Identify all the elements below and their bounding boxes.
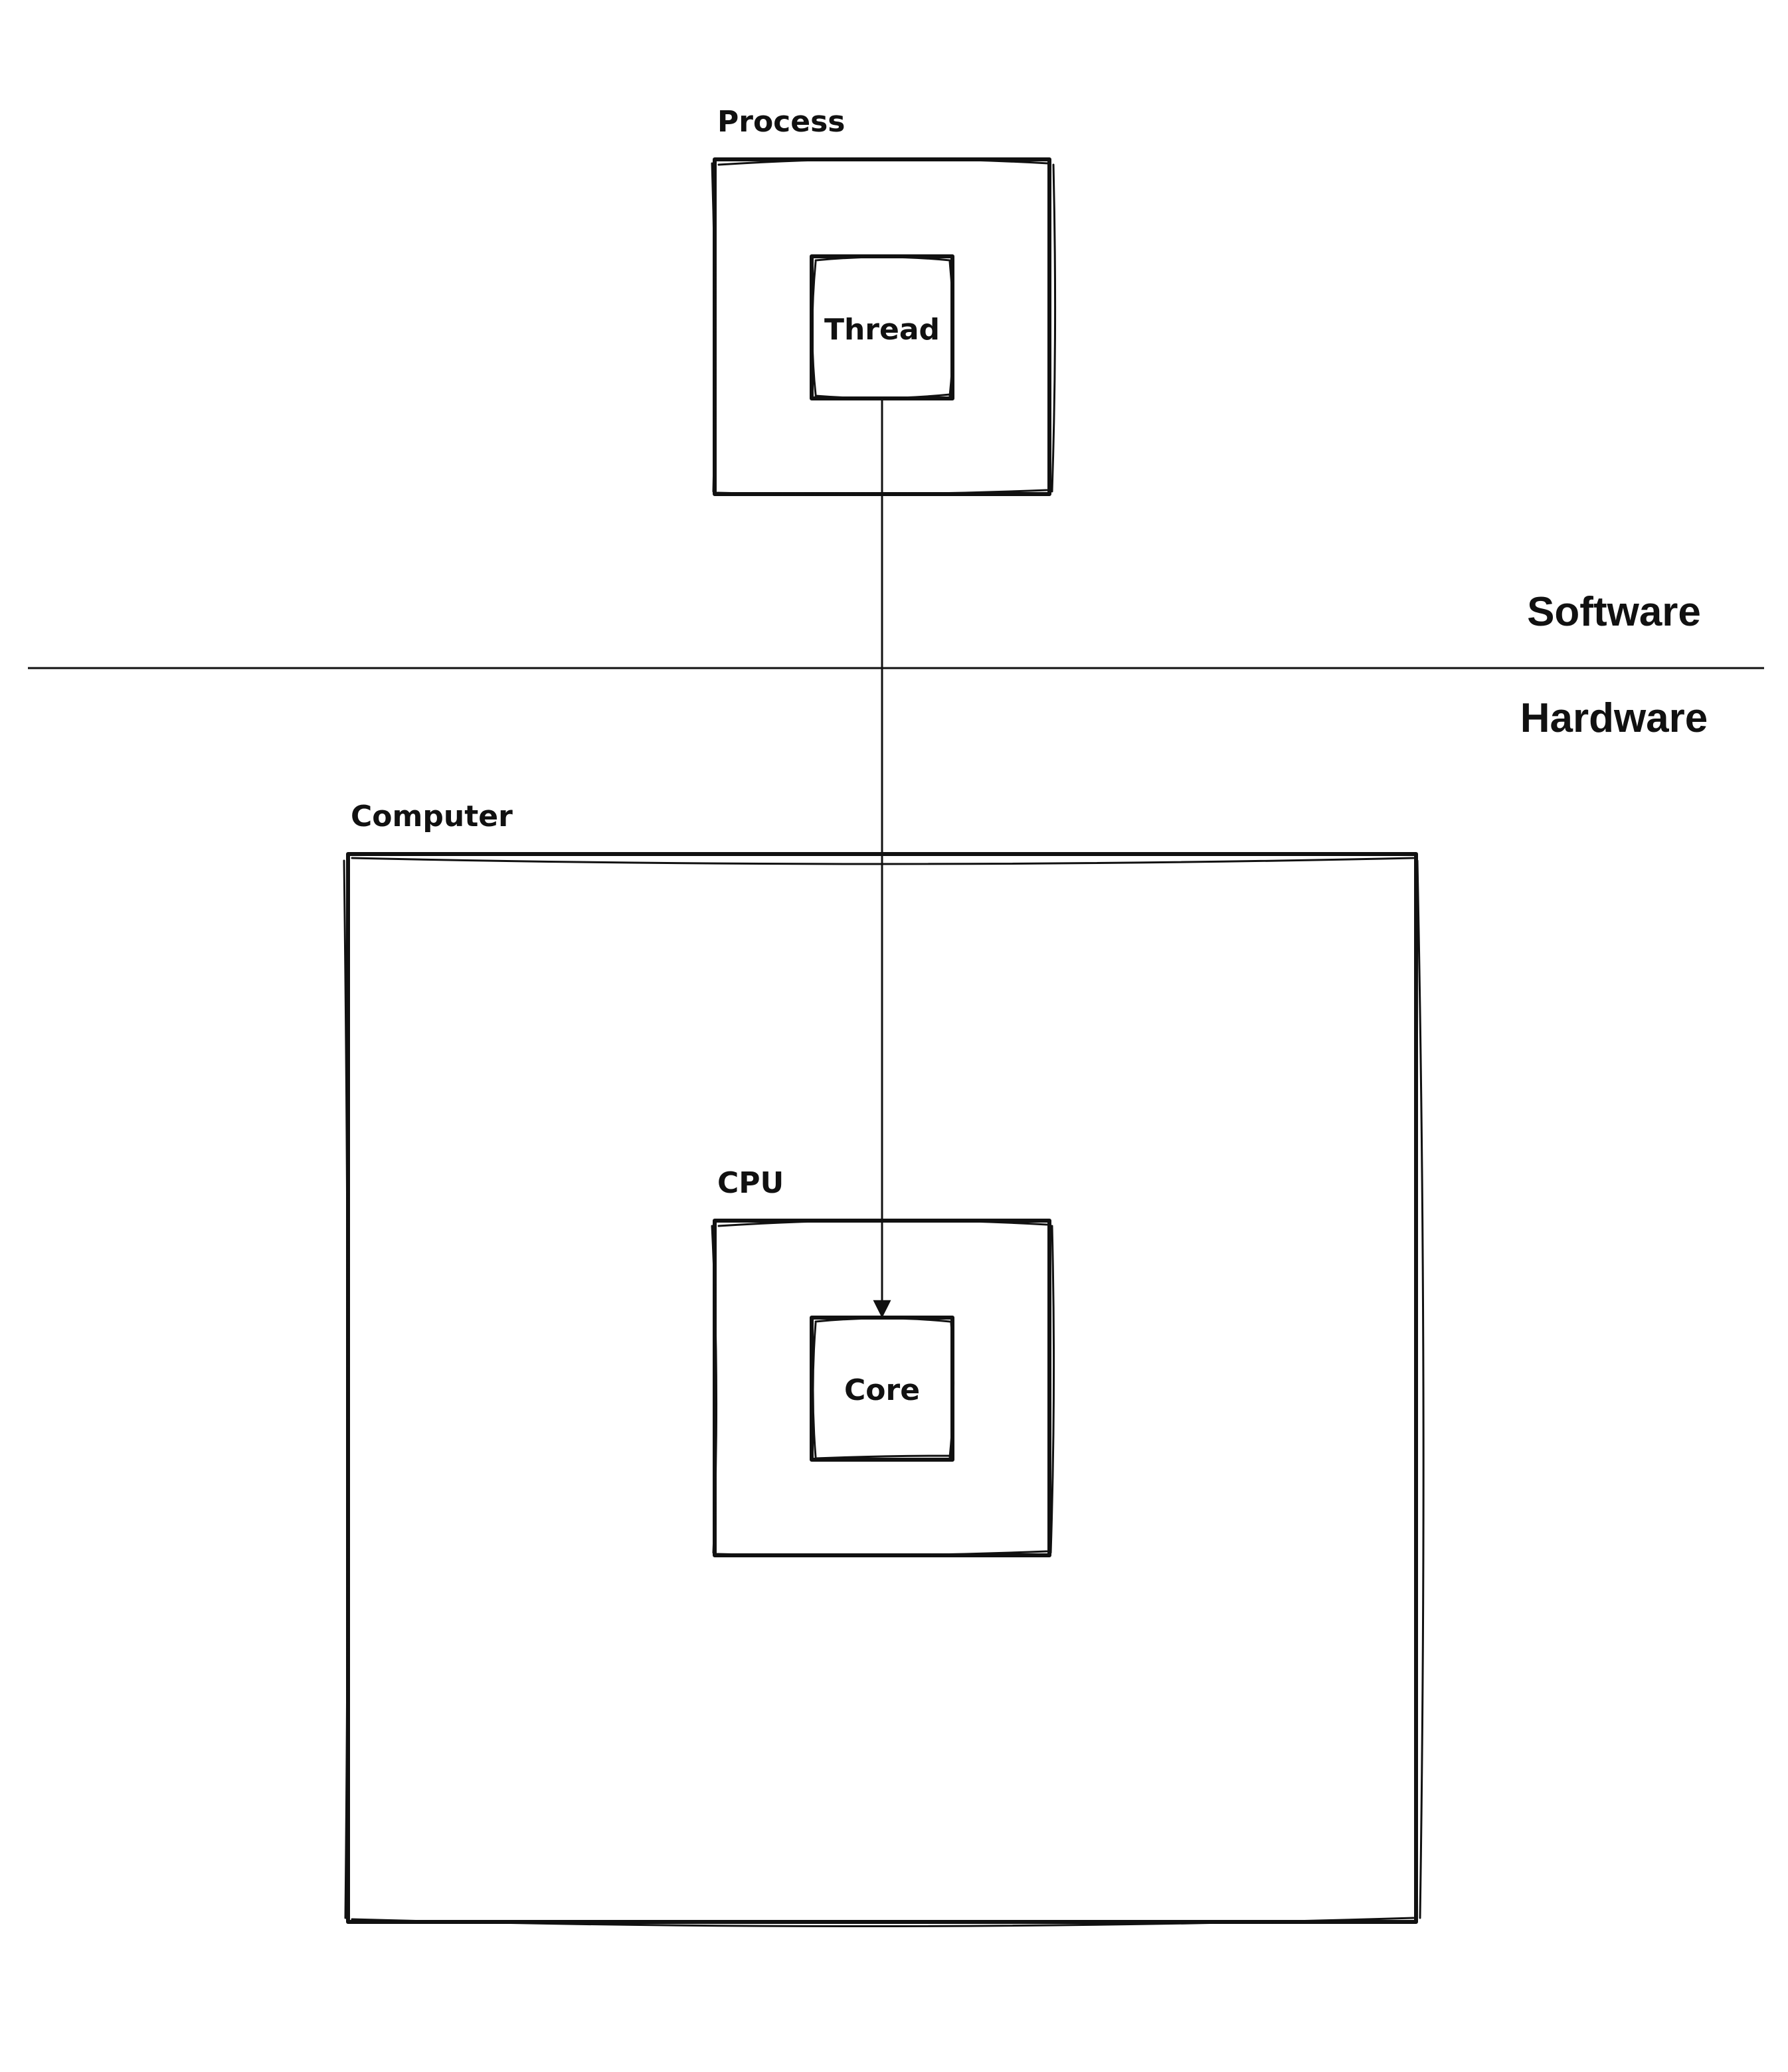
core-label: Core [844, 1373, 920, 1407]
process-label: Process [717, 105, 845, 139]
core-node[interactable]: Core [810, 1316, 955, 1462]
process-box-sketch-stroke [711, 157, 1057, 495]
computer-node[interactable]: Computer [343, 800, 1425, 1928]
process-node[interactable]: Process [711, 105, 1057, 496]
thread-node[interactable]: Thread [810, 254, 954, 400]
cpu-label: CPU [717, 1166, 784, 1200]
thread-box-sketch-stroke [811, 256, 954, 400]
core-box-sketch-stroke [812, 1317, 955, 1460]
thread-label: Thread [824, 313, 940, 347]
computer-label: Computer [351, 800, 513, 833]
software-region-label: Software [1527, 589, 1701, 635]
hardware-region-label: Hardware [1520, 695, 1708, 741]
